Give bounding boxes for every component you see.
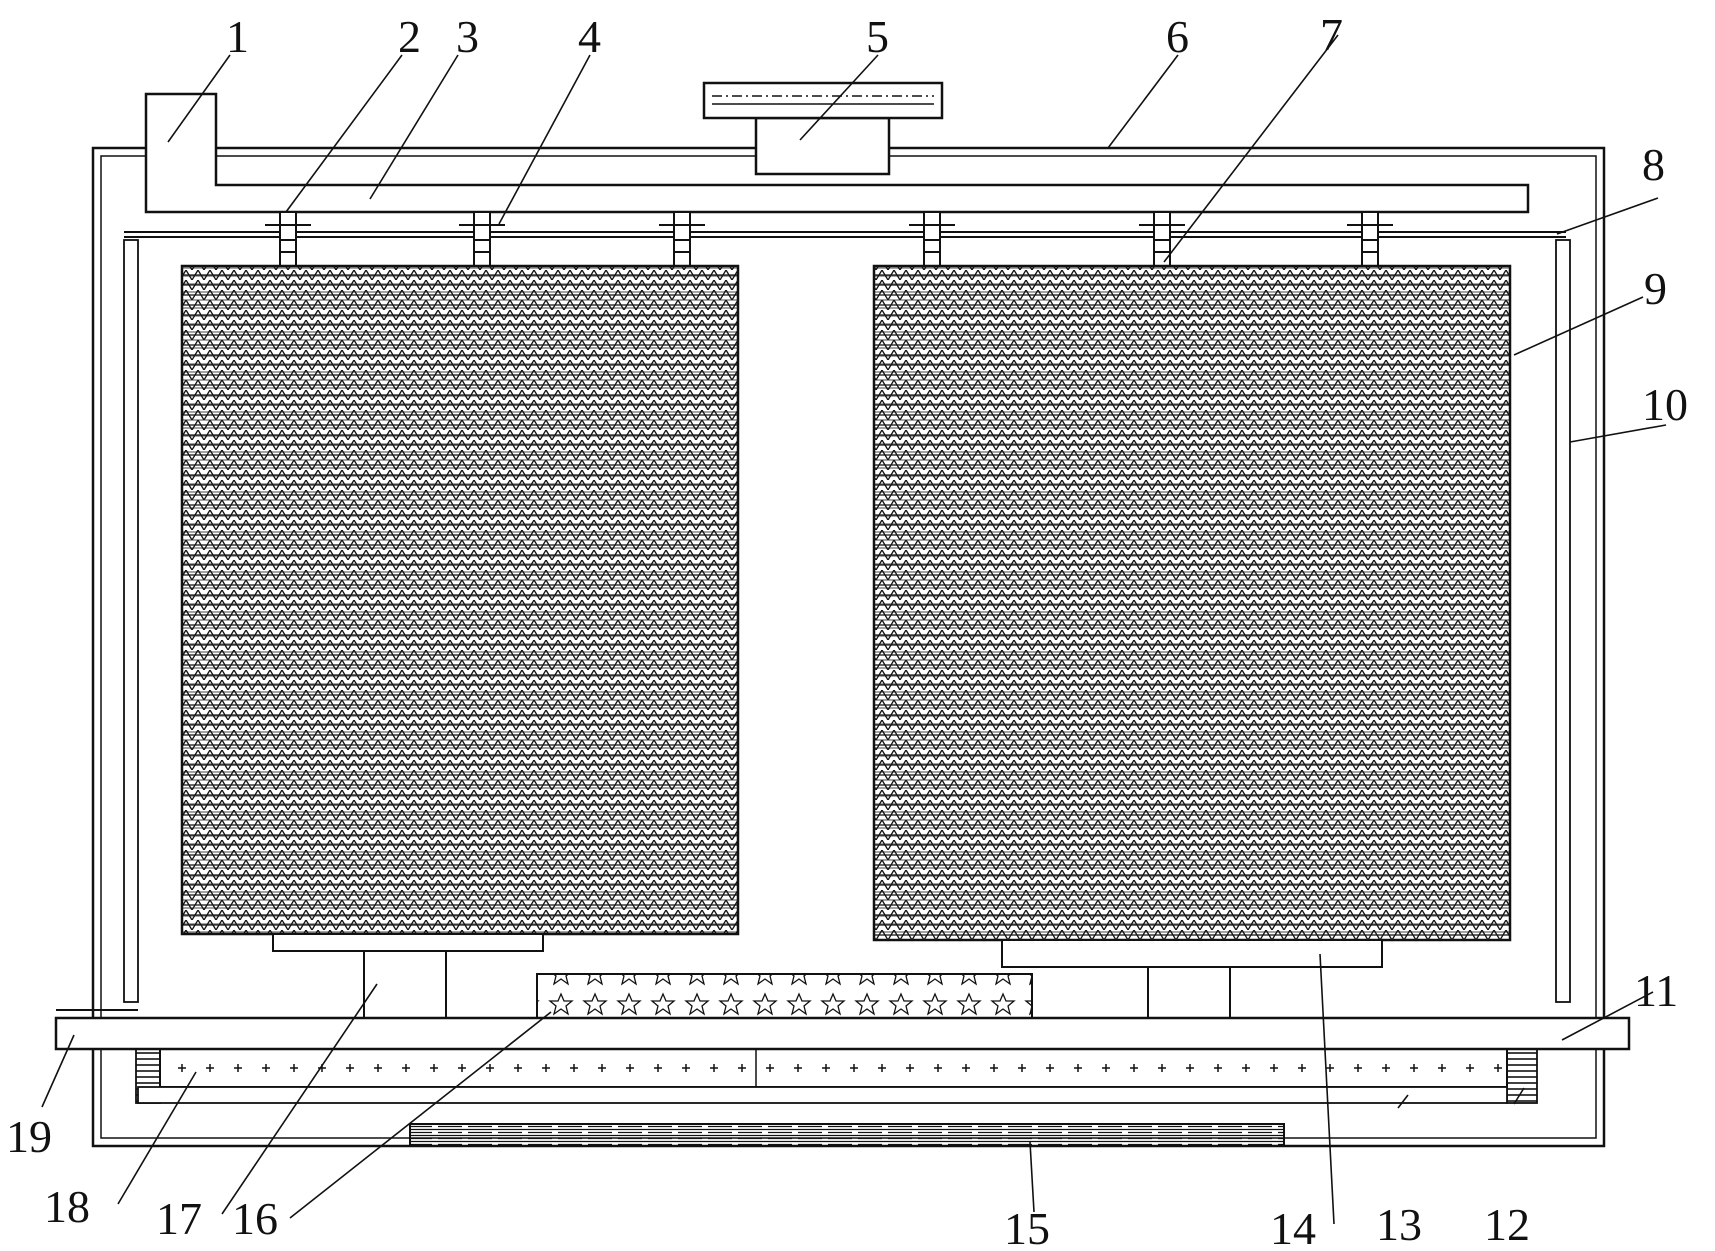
callout-13: 13: [1376, 1199, 1422, 1250]
callout-16: 16: [232, 1193, 278, 1244]
nozzle: [1139, 211, 1185, 267]
callout-8: 8: [1642, 139, 1665, 190]
callout-15: 15: [1004, 1203, 1050, 1251]
callout-9: 9: [1644, 263, 1667, 314]
nozzle-group: [265, 211, 1393, 267]
callout-4: 4: [578, 11, 601, 62]
callout-19: 19: [6, 1111, 52, 1162]
top-plate: [702, 81, 944, 120]
callout-7: 7: [1320, 9, 1343, 60]
plus-filter-board: [159, 1048, 1508, 1088]
left-support-plate: [272, 933, 544, 952]
right-side-panel: [1555, 239, 1571, 1003]
callout-5: 5: [866, 11, 889, 62]
right-spring-block: [1506, 1048, 1538, 1104]
callout-18: 18: [44, 1181, 90, 1232]
callout-3: 3: [456, 11, 479, 62]
nozzle: [659, 211, 705, 267]
callout-11: 11: [1634, 965, 1678, 1016]
nozzle: [909, 211, 955, 267]
left-side-panel: [123, 239, 139, 1003]
top-fan-unit: [754, 116, 891, 176]
callout-14: 14: [1270, 1203, 1316, 1251]
right-support-plate: [1001, 939, 1383, 968]
base-plate: [54, 1016, 1631, 1051]
callout-6: 6: [1166, 11, 1189, 62]
callout-17: 17: [156, 1193, 202, 1244]
nozzle: [265, 211, 311, 267]
bottom-tray: [137, 1086, 1508, 1104]
callout-12: 12: [1484, 1199, 1530, 1250]
callout-1: 1: [226, 11, 249, 62]
heating-plate: [409, 1123, 1285, 1147]
right-filter-hatch: [874, 266, 1510, 940]
inlet-pipe: [144, 92, 1530, 214]
nozzle: [1347, 211, 1393, 267]
callout-2: 2: [398, 11, 421, 62]
left-filter-hatch: [182, 266, 738, 934]
callout-10: 10: [1642, 379, 1688, 430]
leader-lines: [41, 34, 1667, 1225]
callout-numbers: 1 2 3 4 5 6 7 8 9 10 11 12 13 14 15 16 1…: [6, 9, 1688, 1251]
nozzle: [459, 211, 505, 267]
